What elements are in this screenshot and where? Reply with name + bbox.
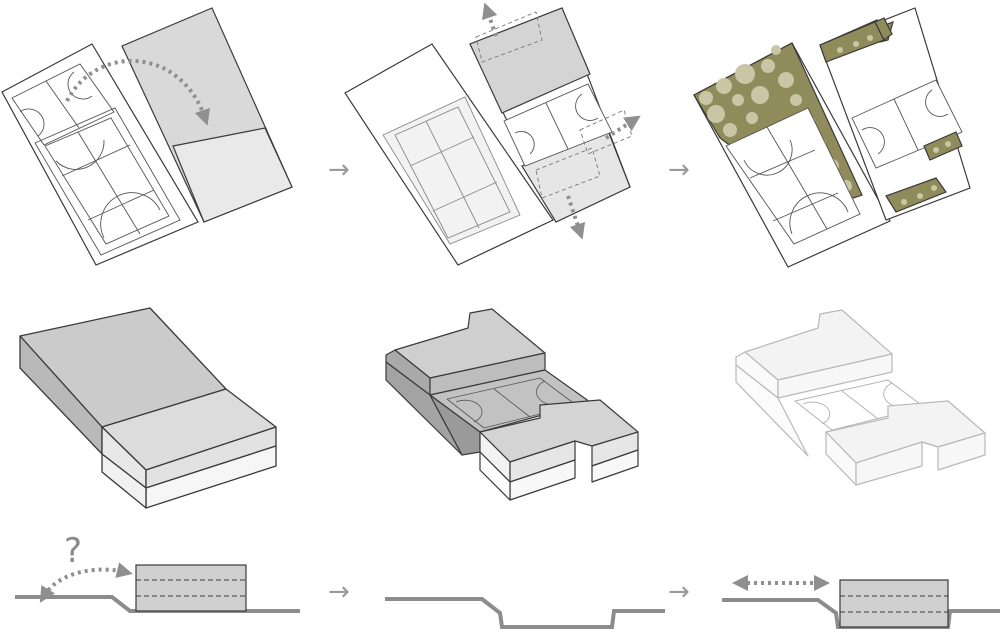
axo-1-side-lower <box>101 453 147 509</box>
plan-2-dashed-extents <box>475 11 633 199</box>
plan-step-1 <box>1 7 293 266</box>
plan-1-right-block-lower <box>172 127 293 223</box>
move-up-arrow <box>482 2 498 37</box>
axonometric-step-3 <box>735 309 986 486</box>
green-bottom-block <box>885 177 947 213</box>
plan-step-2 <box>344 2 641 266</box>
section-step-3 <box>722 575 1000 629</box>
question-mark: ? <box>64 531 82 571</box>
axonometric-step-2 <box>385 308 639 501</box>
flow-arrow-4: → <box>668 577 690 607</box>
ghost-court-plan-2 <box>382 96 521 245</box>
large-court-plan-1 <box>34 107 181 256</box>
axo-3-box-front <box>855 441 923 486</box>
section-1-question-arrow <box>39 562 133 603</box>
plan-3-court <box>725 107 861 245</box>
plan-1-left-site <box>1 43 199 266</box>
green-accent-dots <box>837 35 951 205</box>
section-step-1: ? <box>15 531 300 613</box>
ground-line-3 <box>722 598 1000 629</box>
section-3-building <box>839 579 949 628</box>
axo-3-upper-front <box>777 353 893 399</box>
section-1-building <box>135 564 247 612</box>
ground-line-2 <box>385 597 665 629</box>
axo-3-box-right <box>937 432 986 471</box>
axonometric-step-1 <box>19 307 277 509</box>
plan-3-right-court <box>851 79 963 169</box>
relocate-arrow <box>65 58 210 126</box>
flow-arrow-2: → <box>668 155 690 185</box>
plan-step-3 <box>693 7 971 268</box>
move-right-arrow <box>604 115 641 140</box>
green-top-notch <box>874 17 893 41</box>
flow-arrow-3: → <box>328 577 350 607</box>
axo-3-lower-body <box>735 364 809 457</box>
plan-2-shaded-area <box>469 7 591 114</box>
small-court <box>11 63 115 146</box>
green-right-small <box>923 131 963 161</box>
axo-2-box-right-lower <box>591 449 639 483</box>
axo-2-box-left-lower <box>479 451 511 501</box>
flow-arrow-1: → <box>328 155 350 185</box>
section-step-2 <box>385 597 665 629</box>
